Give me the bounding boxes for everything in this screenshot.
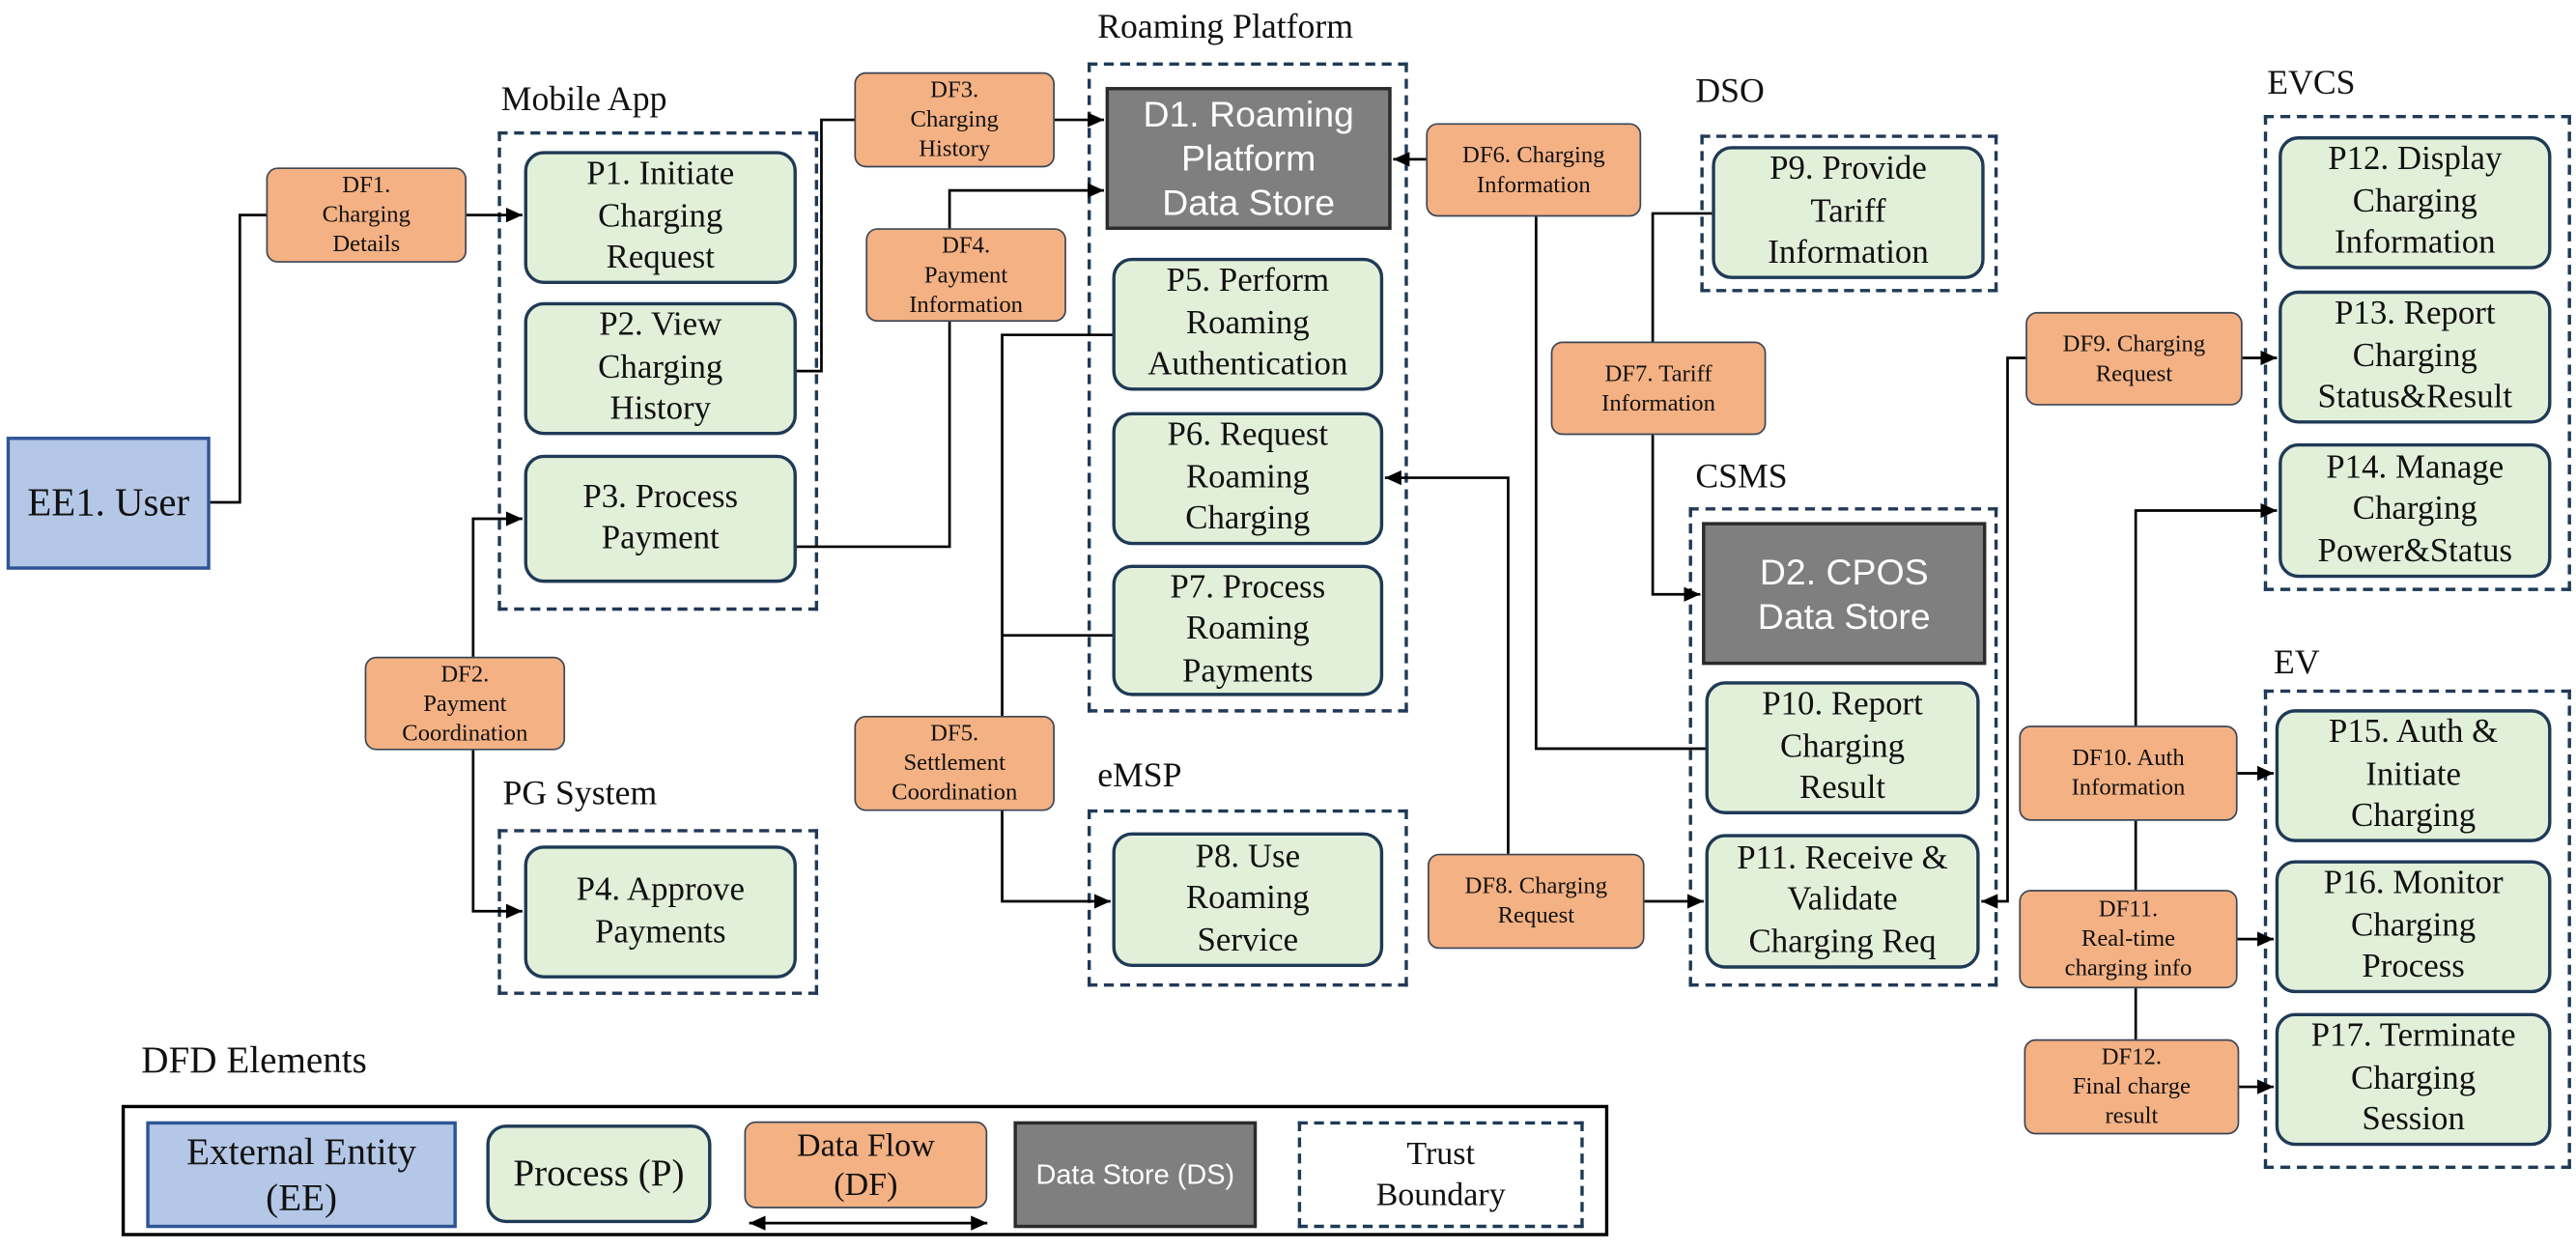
legend-process-label: Process (P) — [513, 1152, 685, 1194]
connector-df4-d1 — [948, 183, 1104, 229]
process-p13-label: P13. Report Charging Status&Result — [2317, 296, 2513, 416]
data-flow-df7: DF7. Tariff Information — [1550, 341, 1767, 436]
data-flow-df3-label: DF3. Charging History — [910, 76, 999, 163]
process-p11: P11. Receive & Validate Charging Req — [1705, 834, 1980, 969]
process-p10-label: P10. Report Charging Result — [1762, 686, 1923, 807]
process-p9-label: P9. Provide Tariff Information — [1768, 151, 1929, 271]
trust-boundary-label-dso: DSO — [1695, 71, 1765, 110]
trust-boundary-label-csms: CSMS — [1695, 456, 1788, 497]
data-flow-df4: DF4. Payment Information — [865, 228, 1066, 323]
process-p2-label: P2. View Charging History — [598, 307, 723, 428]
process-p7: P7. Process Roaming Payments — [1112, 564, 1384, 697]
data-flow-df11-label: DF11. Real-time charging info — [2064, 896, 2193, 982]
process-p15: P15. Auth & Initiate Charging — [2275, 709, 2552, 842]
process-p14-label: P14. Manage Charging Power&Status — [2317, 449, 2513, 570]
data-flow-df2-label: DF2. Payment Coordination — [402, 661, 528, 747]
legend-trust-boundary-label: Trust Boundary — [1375, 1135, 1506, 1213]
data-flow-df6: DF6. Charging Information — [1426, 123, 1642, 217]
data-flow-df1-label: DF1. Charging Details — [322, 172, 410, 258]
process-p17-label: P17. Terminate Charging Session — [2310, 1018, 2516, 1139]
process-p4: P4. Approve Payments — [524, 845, 797, 979]
data-flow-df4-label: DF4. Payment Information — [909, 232, 1024, 318]
process-p2: P2. View Charging History — [524, 301, 797, 436]
data-store-d1-label: D1. Roaming Platform Data Store — [1143, 93, 1354, 224]
data-flow-df7-label: DF7. Tariff Information — [1601, 360, 1715, 416]
legend-external-entity: External Entity (EE) — [146, 1121, 457, 1229]
data-flow-df9: DF9. Charging Request — [2025, 311, 2243, 406]
connector-p10-df6 — [1534, 216, 1706, 751]
process-p9: P9. Provide Tariff Information — [1712, 146, 1985, 279]
legend-data-store: Data Store (DS) — [1013, 1121, 1258, 1229]
connector-p3-df4 — [796, 322, 951, 549]
process-p12: P12. Display Charging Information — [2279, 136, 2552, 270]
legend-data-store-label: Data Store (DS) — [1035, 1157, 1235, 1190]
process-p3-label: P3. Process Payment — [582, 478, 739, 557]
process-p1-label: P1. Initiate Charging Request — [586, 156, 735, 276]
connector-df10-p14 — [2134, 502, 2278, 726]
data-store-d1: D1. Roaming Platform Data Store — [1105, 87, 1392, 230]
process-p16: P16. Monitor Charging Process — [2275, 860, 2552, 994]
data-flow-df11: DF11. Real-time charging info — [2019, 890, 2238, 989]
process-p1: P1. Initiate Charging Request — [524, 151, 797, 285]
process-p6-label: P6. Request Roaming Charging — [1167, 417, 1329, 538]
process-p14: P14. Manage Charging Power&Status — [2279, 442, 2552, 579]
process-p3: P3. Process Payment — [524, 454, 797, 583]
legend-title: DFD Elements — [141, 1038, 367, 1081]
trust-boundary-label-emsp: eMSP — [1097, 754, 1182, 795]
data-flow-df10: DF10. Auth Information — [2019, 725, 2238, 821]
process-p5-label: P5. Perform Roaming Authentication — [1147, 263, 1348, 384]
external-entity-ee1-label: EE1. User — [27, 481, 190, 525]
process-p11-label: P11. Receive & Validate Charging Req — [1737, 839, 1948, 960]
data-flow-df1: DF1. Charging Details — [266, 167, 467, 263]
process-p8: P8. Use Roaming Service — [1112, 832, 1384, 967]
data-flow-df3: DF3. Charging History — [854, 71, 1055, 168]
process-p6: P6. Request Roaming Charging — [1112, 412, 1384, 546]
process-p10: P10. Report Charging Result — [1705, 681, 1980, 814]
process-p12-label: P12. Display Charging Information — [2328, 141, 2503, 262]
data-flow-df12: DF12. Final charge result — [2024, 1038, 2240, 1135]
trust-boundary-ev — [2263, 689, 2571, 1170]
legend-external-entity-label: External Entity (EE) — [186, 1130, 417, 1218]
trust-boundary-label-evcs: EVCS — [2267, 62, 2356, 102]
process-p5: P5. Perform Roaming Authentication — [1112, 257, 1384, 391]
data-store-d2: D2. CPOS Data Store — [1702, 522, 1987, 666]
process-p4-label: P4. Approve Payments — [576, 871, 745, 951]
legend-data-flow-label: Data Flow (DF) — [797, 1126, 935, 1203]
legend-trust-boundary: Trust Boundary — [1297, 1121, 1584, 1229]
data-flow-df6-label: DF6. Charging Information — [1462, 142, 1605, 198]
trust-boundary-label-ev: EV — [2274, 641, 2320, 682]
legend-process: Process (P) — [486, 1124, 712, 1224]
data-flow-df8: DF8. Charging Request — [1428, 853, 1645, 950]
process-p13: P13. Report Charging Status&Result — [2279, 290, 2552, 424]
process-p7-label: P7. Process Roaming Payments — [1170, 569, 1326, 690]
process-p16-label: P16. Monitor Charging Process — [2323, 866, 2504, 986]
data-flow-df9-label: DF9. Charging Request — [2062, 330, 2206, 387]
data-flow-df2: DF2. Payment Coordination — [364, 656, 566, 751]
data-flow-df8-label: DF8. Charging Request — [1464, 873, 1608, 929]
trust-boundary-label-mobile-app: Mobile App — [500, 78, 667, 119]
connector-ee1-df1 — [210, 213, 267, 504]
process-p17: P17. Terminate Charging Session — [2275, 1012, 2552, 1147]
process-p8-label: P8. Use Roaming Service — [1185, 839, 1310, 959]
process-p15-label: P15. Auth & Initiate Charging — [2328, 714, 2499, 835]
data-flow-df5: DF5. Settlement Coordination — [854, 715, 1055, 811]
data-flow-df12-label: DF12. Final charge result — [2072, 1043, 2191, 1130]
legend-data-flow: Data Flow (DF) — [744, 1121, 988, 1208]
data-store-d2-label: D2. CPOS Data Store — [1757, 551, 1931, 637]
data-flow-df5-label: DF5. Settlement Coordination — [892, 721, 1018, 807]
external-entity-ee1: EE1. User — [6, 437, 211, 570]
trust-boundary-label-pg-system: PG System — [502, 773, 658, 813]
data-flow-df10-label: DF10. Auth Information — [2071, 745, 2186, 802]
trust-boundary-label-roaming-platform: Roaming Platform — [1097, 6, 1354, 46]
